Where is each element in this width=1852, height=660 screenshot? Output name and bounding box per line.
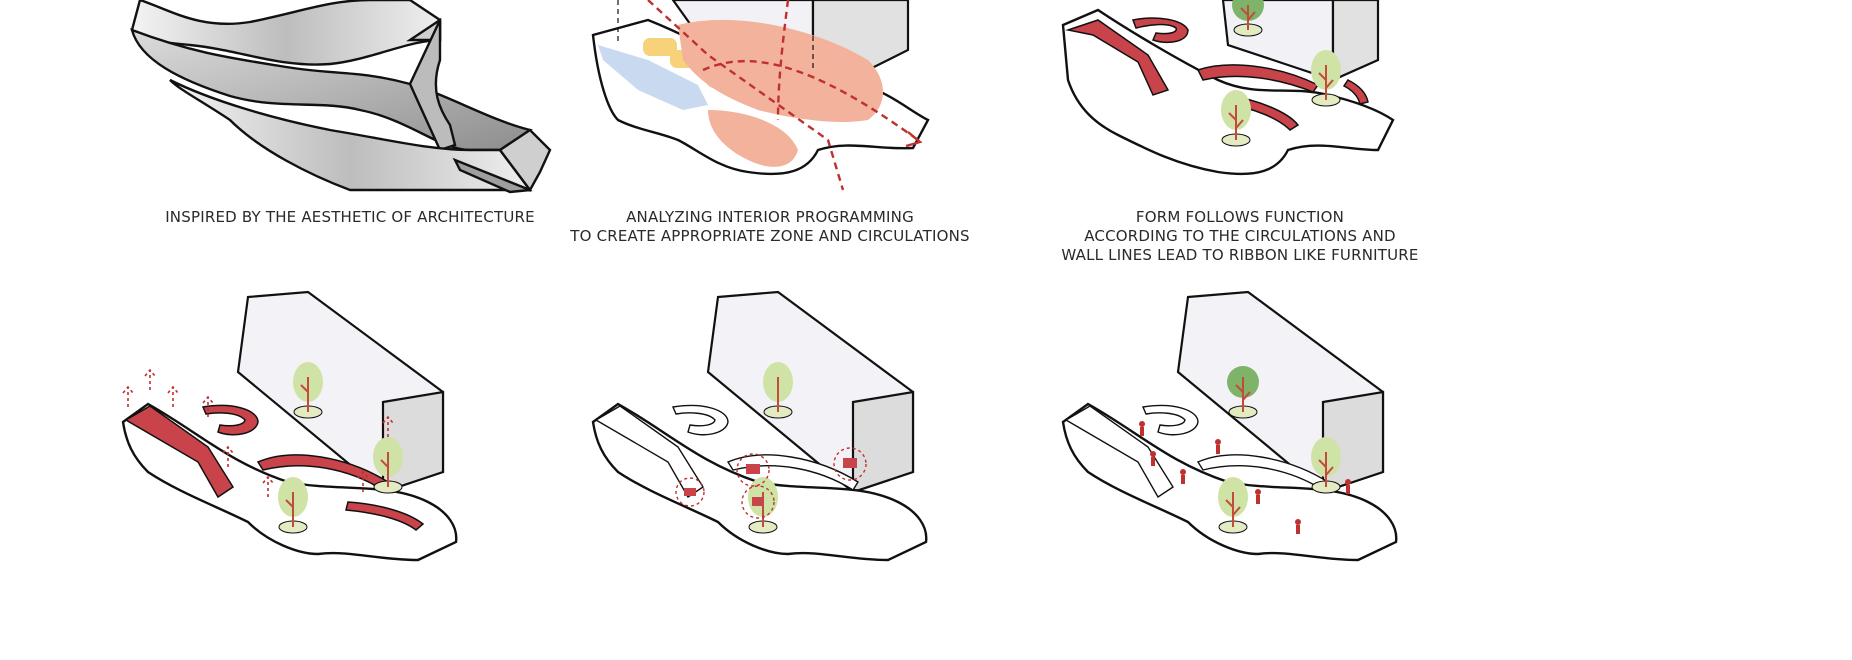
panel-3-diagram <box>1061 0 1395 176</box>
tree-icon <box>1232 0 1264 37</box>
folded-ribbon-form <box>130 0 552 194</box>
panel-5-diagram <box>591 290 928 562</box>
tree-icon <box>1311 50 1341 107</box>
tree-icon <box>1218 477 1248 534</box>
circulation-arrow-icon <box>905 131 923 148</box>
circulation-arrows <box>647 0 919 191</box>
highlight-circles <box>675 447 867 519</box>
wall-block <box>706 290 915 494</box>
caption-panel-2: ANALYZING INTERIOR PROGRAMMING TO CREATE… <box>570 208 970 245</box>
caption-panel-3: FORM FOLLOWS FUNCTION ACCORDING TO THE C… <box>1061 208 1419 264</box>
tree-icon <box>373 437 403 494</box>
tree-icon <box>763 362 793 419</box>
tree-icon <box>278 477 308 534</box>
tree-icon <box>1221 90 1251 147</box>
zone-blue <box>598 45 708 110</box>
caption-panel-1: INSPIRED BY THE AESTHETIC OF ARCHITECTUR… <box>165 208 535 226</box>
panel-2-diagram <box>591 0 930 191</box>
ribbon-furniture <box>124 404 425 531</box>
panel-4-diagram <box>121 290 458 562</box>
panel-1-diagram <box>130 0 552 194</box>
tree-icon <box>1311 437 1341 494</box>
bench-furniture <box>1064 404 1329 498</box>
ribbon-detail <box>684 458 857 506</box>
zone-salmon <box>678 19 883 167</box>
person-icon <box>1139 421 1351 534</box>
floor-plate <box>1061 8 1395 176</box>
bench-furniture <box>594 404 859 498</box>
tree-icon <box>1227 366 1259 419</box>
panel-6-diagram <box>1061 290 1398 562</box>
tree-icon <box>293 362 323 419</box>
up-arrow-icon <box>122 368 394 497</box>
